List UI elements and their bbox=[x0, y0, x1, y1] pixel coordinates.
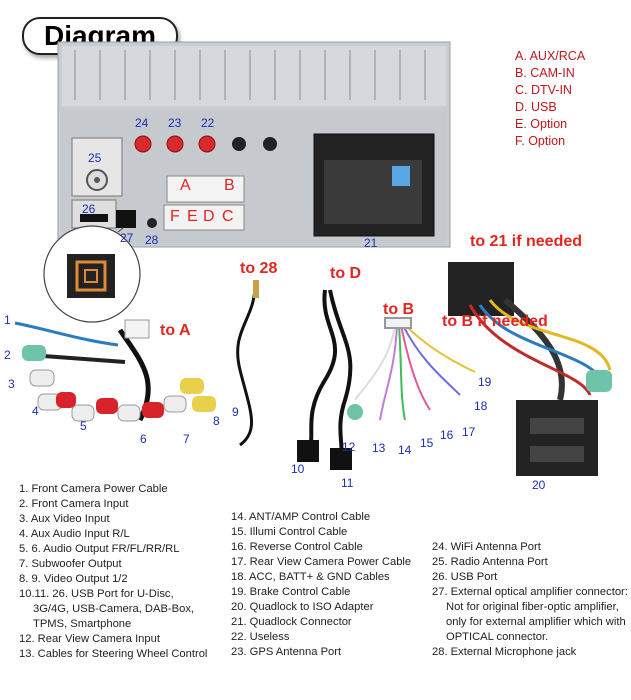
note-item: 1. Front Camera Power Cable bbox=[19, 483, 168, 495]
cable-18-label: 18 bbox=[474, 399, 488, 413]
cable-4-label: 4 bbox=[32, 404, 39, 418]
note-item: 15. Illumi Control Cable bbox=[231, 526, 348, 538]
cable-12-label: 12 bbox=[342, 440, 356, 454]
note-item: OPTICAL connector. bbox=[446, 631, 549, 643]
port-21-label: 21 bbox=[364, 236, 378, 250]
cable-2-label: 2 bbox=[4, 348, 11, 362]
port-23-label: 23 bbox=[168, 116, 182, 130]
note-item: 21. Quadlock Connector bbox=[231, 616, 352, 628]
cable-7-label: 7 bbox=[183, 432, 190, 446]
port-24-label: 24 bbox=[135, 116, 149, 130]
cable-11-label: 11 bbox=[341, 476, 354, 490]
block-a: A bbox=[180, 177, 191, 194]
cable-8-label: 8 bbox=[213, 414, 220, 428]
notes-column-2: 14. ANT/AMP Control Cable 15. Illumi Con… bbox=[231, 510, 431, 660]
control-wires bbox=[347, 317, 476, 421]
note-item: 17. Rear View Camera Power Cable bbox=[231, 556, 412, 568]
cable-15-label: 15 bbox=[420, 436, 434, 450]
note-item: 13. Cables for Steering Wheel Control bbox=[19, 648, 208, 660]
note-item: 22. Useless bbox=[231, 631, 290, 643]
cable-14-label: 14 bbox=[398, 443, 412, 457]
cable-13-label: 13 bbox=[372, 441, 386, 455]
optical-connector-icon bbox=[43, 225, 141, 323]
cable-1-label: 1 bbox=[4, 313, 11, 327]
notes-column-1: 1. Front Camera Power Cable 2. Front Cam… bbox=[19, 482, 224, 662]
block-f: F bbox=[170, 208, 180, 225]
note-item: 24. WiFi Antenna Port bbox=[432, 541, 541, 553]
cable-9-label: 9 bbox=[232, 405, 239, 419]
port-27-label: 27 bbox=[120, 231, 134, 245]
cable-3-label: 3 bbox=[8, 377, 15, 391]
note-item: 20. Quadlock to ISO Adapter bbox=[231, 601, 374, 613]
legend-f: F. Option bbox=[515, 134, 566, 148]
callout-to-28: to 28 bbox=[240, 260, 278, 277]
cable-20-label: 20 bbox=[532, 478, 546, 492]
note-item: 26. USB Port bbox=[432, 571, 498, 583]
note-item: Not for original fiber-optic amplifier, bbox=[446, 601, 619, 613]
block-e: E bbox=[187, 208, 198, 225]
note-item: 14. ANT/AMP Control Cable bbox=[231, 511, 371, 523]
note-item: 27. External optical amplifier connector… bbox=[432, 586, 628, 598]
note-item: TPMS, Smartphone bbox=[33, 618, 132, 630]
note-item: 7. Subwoofer Output bbox=[19, 558, 122, 570]
callout-to-21: to 21 if needed bbox=[470, 233, 583, 250]
note-item: 3G/4G, USB-Camera, DAB-Box, bbox=[33, 603, 195, 615]
block-b: B bbox=[224, 177, 235, 194]
head-unit-back-panel bbox=[57, 41, 451, 248]
port-25-label: 25 bbox=[88, 151, 102, 165]
callout-to-b-if-needed: to B if needed bbox=[442, 313, 548, 330]
cable-5-label: 5 bbox=[80, 419, 87, 433]
cable-6-label: 6 bbox=[140, 432, 147, 446]
port-28-label: 28 bbox=[145, 233, 159, 247]
legend-b: B. CAM-IN bbox=[515, 66, 575, 80]
notes-column-3: 24. WiFi Antenna Port 25. Radio Antenna … bbox=[432, 540, 628, 660]
note-item: 3. Aux Video Input bbox=[19, 513, 110, 525]
port-22-label: 22 bbox=[201, 116, 215, 130]
cable-16-label: 16 bbox=[440, 428, 454, 442]
note-item: 23. GPS Antenna Port bbox=[231, 646, 342, 658]
note-item: 16. Reverse Control Cable bbox=[231, 541, 363, 553]
usb-cables bbox=[297, 289, 353, 470]
note-item: 12. Rear View Camera Input bbox=[19, 633, 160, 645]
note-item: 5. 6. Audio Output FR/FL/RR/RL bbox=[19, 543, 180, 555]
note-item: 2. Front Camera Input bbox=[19, 498, 129, 510]
rca-harness-cables bbox=[14, 319, 216, 422]
note-item: 25. Radio Antenna Port bbox=[432, 556, 548, 568]
cable-19-label: 19 bbox=[478, 375, 492, 389]
note-item: 19. Brake Control Cable bbox=[231, 586, 351, 598]
callout-to-b: to B bbox=[383, 301, 415, 318]
callout-to-d: to D bbox=[330, 265, 362, 282]
note-item: only for external amplifier which with bbox=[446, 616, 626, 628]
cable-10-label: 10 bbox=[291, 462, 305, 476]
legend-c: C. DTV-IN bbox=[515, 83, 572, 97]
note-item: 8. 9. Video Output 1/2 bbox=[19, 573, 128, 585]
block-d: D bbox=[203, 208, 215, 225]
callout-to-a: to A bbox=[160, 322, 191, 339]
legend-a: A. AUX/RCA bbox=[515, 49, 586, 63]
quadlock-iso-adapter bbox=[448, 262, 612, 476]
note-item: 18. ACC, BATT+ & GND Cables bbox=[231, 571, 390, 583]
cable-17-label: 17 bbox=[462, 425, 476, 439]
port-26-label: 26 bbox=[82, 202, 96, 216]
note-item: 28. External Microphone jack bbox=[432, 646, 577, 658]
legend-d: D. USB bbox=[515, 100, 557, 114]
note-item: 4. Aux Audio Input R/L bbox=[19, 528, 130, 540]
block-c: C bbox=[222, 208, 234, 225]
microphone-cable bbox=[236, 280, 259, 447]
note-item: 10.11. 26. USB Port for U-Disc, bbox=[19, 588, 174, 600]
legend-e: E. Option bbox=[515, 117, 568, 131]
